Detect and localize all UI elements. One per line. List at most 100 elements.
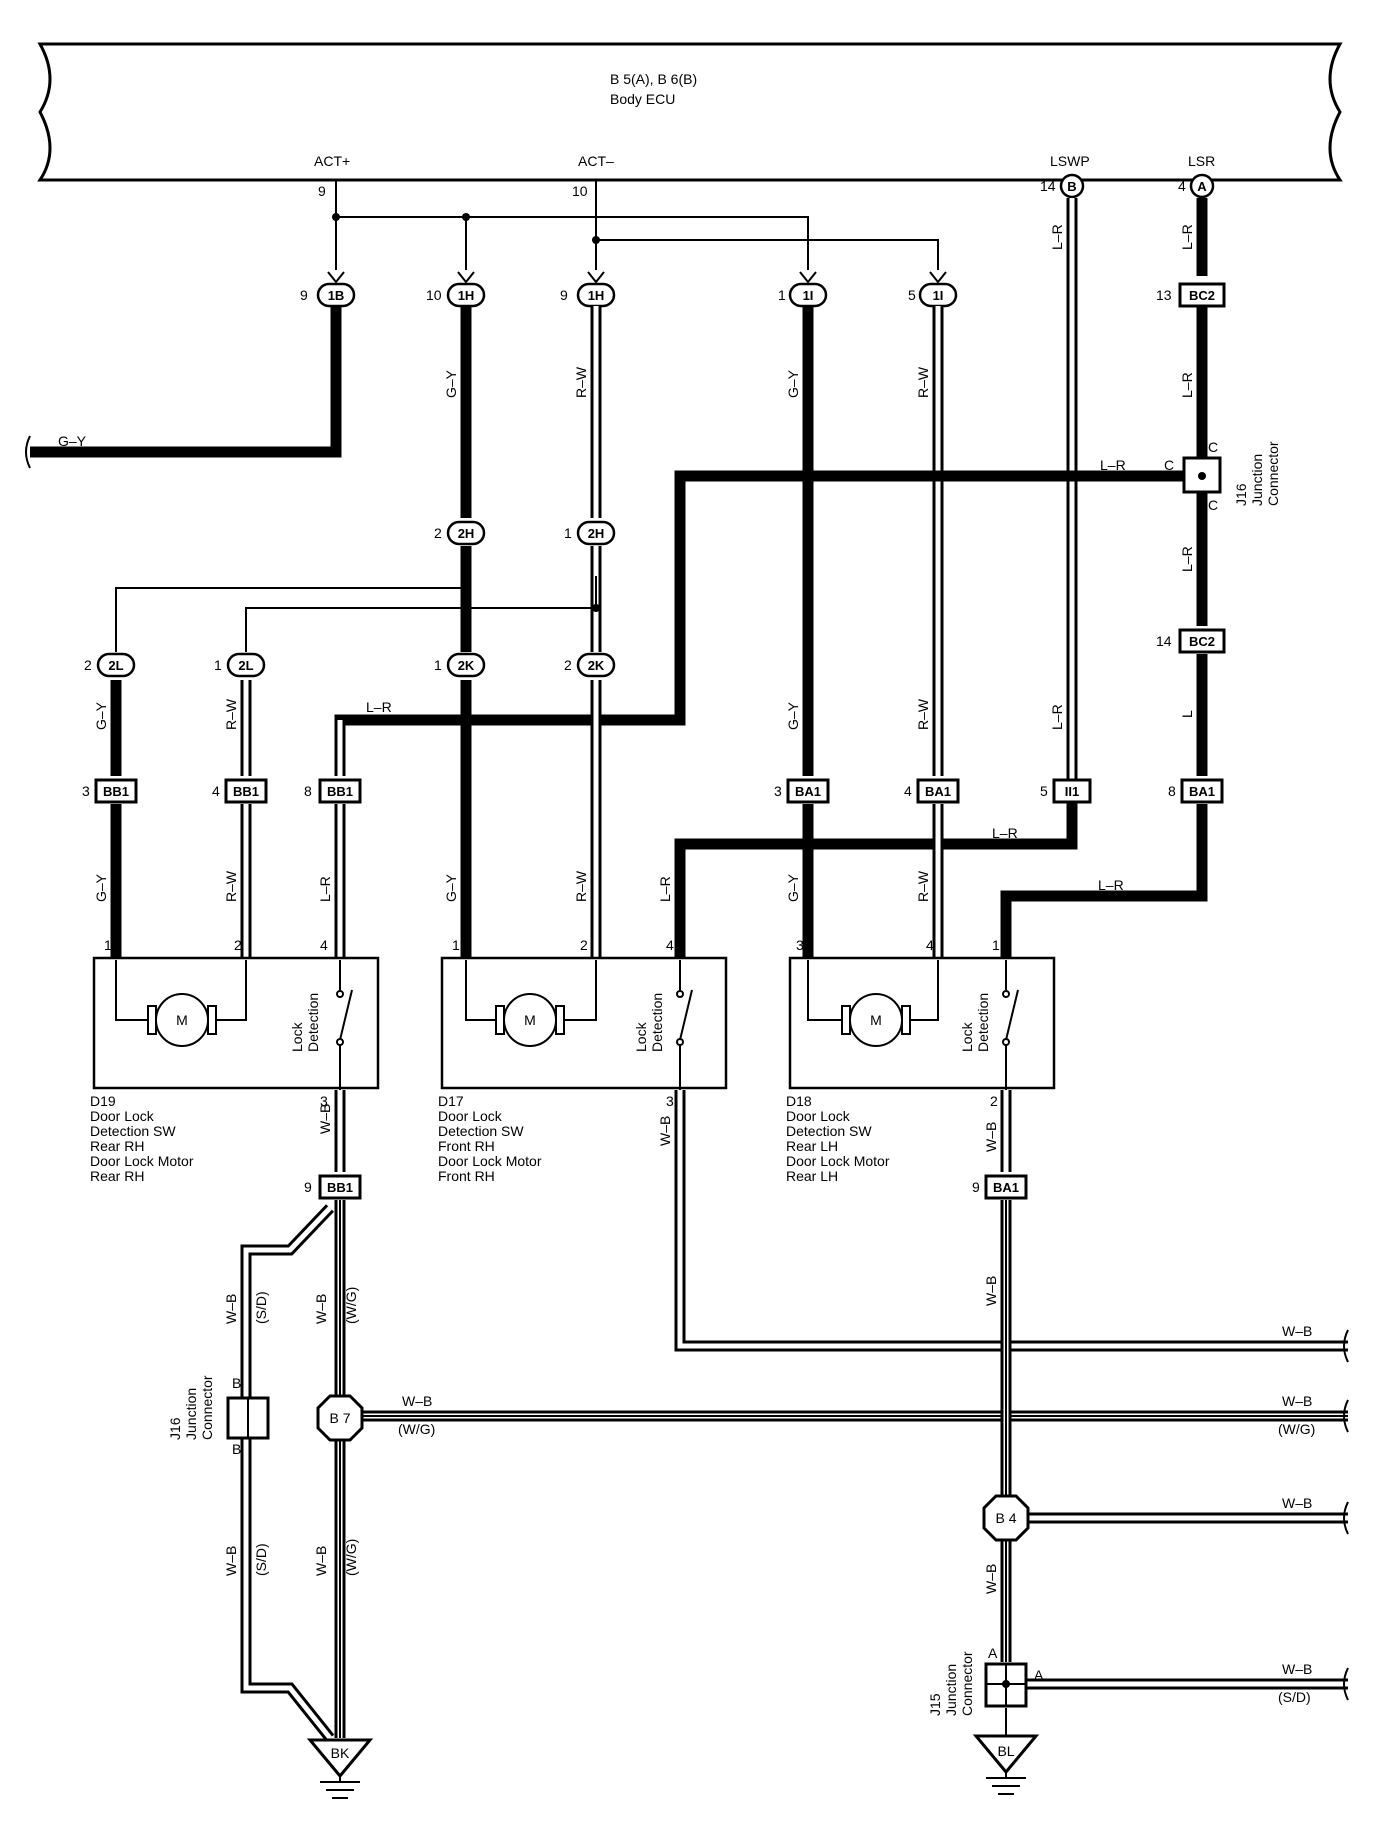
junction-label: Junction [1249, 454, 1265, 506]
svg-text:2L: 2L [238, 658, 253, 673]
wire-label: L–R [317, 876, 333, 902]
switch-label: Detection [305, 993, 321, 1052]
body-ecu: B 5(A), B 6(B) Body ECU ACT+ ACT– LSWP L… [37, 42, 1343, 182]
svg-text:2K: 2K [458, 658, 475, 673]
svg-text:BB1: BB1 [327, 784, 353, 799]
wire-color-labels: G–Y R–W G–Y R–W L–R L–R L–R L–R L L–R L–… [93, 224, 1195, 902]
component-code: D17 [438, 1093, 464, 1109]
pin-label: 4 [1178, 178, 1186, 194]
component-desc: Detection SW [438, 1123, 524, 1139]
wire-label: R–W [915, 870, 931, 902]
connector-2h-a: 2H [446, 520, 486, 546]
svg-text:1I: 1I [803, 288, 814, 303]
wire-label: G–Y [785, 873, 801, 902]
pin-label: 9 [318, 183, 326, 199]
pin-label: 2 [564, 657, 572, 673]
svg-text:II1: II1 [1065, 784, 1079, 799]
wire-label: W–B [983, 1276, 999, 1306]
ecu-bus-wires [332, 180, 1208, 788]
pin-label: 13 [1156, 287, 1172, 303]
connector-ba1-3: BA1 [786, 778, 830, 804]
wire-label: G–Y [58, 433, 87, 449]
switch-label: Lock [289, 1021, 305, 1052]
svg-text:B: B [1067, 179, 1076, 194]
component-desc: Front RH [438, 1168, 495, 1184]
ground-bl: BL [972, 1734, 1040, 1795]
component-desc: Door Lock [438, 1108, 503, 1124]
connector-bb1-8: BB1 [318, 778, 362, 804]
wire-label: L–R [1179, 224, 1195, 250]
component-desc: Door Lock [90, 1108, 155, 1124]
wire-label: L–R [366, 699, 392, 715]
top-connectors: 1B 9 1H 10 1H 9 1I 1 1I 5 BC2 13 [300, 282, 1226, 308]
connector-1h-a: 1H [446, 282, 486, 308]
wire-label: R–W [915, 366, 931, 398]
svg-text:2L: 2L [108, 658, 123, 673]
pin-label: 3 [82, 783, 90, 799]
connector-bb1-3: BB1 [94, 778, 138, 804]
junction-code: J16 [1233, 483, 1249, 506]
terminal-act-plus: ACT+ [314, 153, 350, 169]
svg-text:BB1: BB1 [327, 1180, 353, 1195]
connector-2l-a: 2L [96, 652, 136, 678]
svg-text:BA1: BA1 [795, 784, 821, 799]
pin-label: C [1208, 497, 1218, 513]
ecu-code: B 5(A), B 6(B) [610, 71, 697, 87]
svg-text:BB1: BB1 [103, 784, 129, 799]
component-d18: 3 4 1 M Lock Detection D18 Door Lock Det… [786, 937, 1056, 1184]
connector-2h-b: 2H [576, 520, 616, 546]
svg-text:2K: 2K [588, 658, 605, 673]
pin-label: 10 [426, 287, 442, 303]
terminal-lsr: LSR [1188, 153, 1215, 169]
splice-label: B 7 [329, 1410, 350, 1426]
pin-label: 1 [104, 937, 112, 953]
wire-label: L–R [1179, 372, 1195, 398]
pin-label: 3 [774, 783, 782, 799]
switch-label: Lock [633, 1021, 649, 1052]
pin-label: 8 [304, 783, 312, 799]
wire-label: L–R [1049, 704, 1065, 730]
component-d19: 1 2 4 M Lock Detection D19 Door Lock Det… [90, 937, 380, 1184]
connector-2k-a: 2K [446, 652, 486, 678]
pin-label: B [232, 1375, 241, 1391]
ground-bk: BK [306, 1738, 374, 1799]
wire-label: L [1179, 710, 1195, 718]
wire-label: W–B [983, 1122, 999, 1152]
wire-label: R–W [573, 870, 589, 902]
wire-label: R–W [223, 870, 239, 902]
connector-ba1-4: BA1 [916, 778, 960, 804]
pin-label: 1 [452, 937, 460, 953]
component-desc: Detection SW [90, 1123, 176, 1139]
wire-label: W–B [317, 1104, 333, 1134]
junction-label: Junction [183, 1388, 199, 1440]
connector-2k-b: 2K [576, 652, 616, 678]
component-desc: Detection SW [786, 1123, 872, 1139]
svg-text:1I: 1I [933, 288, 944, 303]
pin-label: 3 [796, 937, 804, 953]
pin-label: 4 [666, 937, 674, 953]
pin-label: 1 [214, 657, 222, 673]
pin-label: 1 [778, 287, 786, 303]
pin-label: 9 [560, 287, 568, 303]
pin-label: C [1164, 457, 1174, 473]
terminal-act-minus: ACT– [578, 153, 614, 169]
connector-a-circle: A [1189, 173, 1215, 199]
component-desc: Front RH [438, 1138, 495, 1154]
svg-text:1H: 1H [588, 288, 605, 303]
box-connectors-row: BB1 3 BB1 4 BB1 8 BA1 3 BA1 4 II1 5 BA1 … [82, 778, 1224, 804]
wire-label: W–B [223, 1546, 239, 1576]
pin-label: 9 [972, 1179, 980, 1195]
wire-label: (S/D) [1278, 1689, 1311, 1705]
junction-label: Connector [199, 1375, 215, 1440]
wire-label: (W/G) [398, 1421, 435, 1437]
svg-text:1H: 1H [458, 288, 475, 303]
wire-label: W–B [983, 1564, 999, 1594]
connector-bc2-top: BC2 [1178, 282, 1226, 308]
pin-label: 4 [904, 783, 912, 799]
pin-label: A [1034, 1667, 1044, 1683]
connector-1i-b: 1I [918, 282, 958, 308]
component-d17: 1 2 4 M Lock Detection D17 Door Lock Det… [438, 937, 728, 1184]
pin-label: 5 [908, 287, 916, 303]
connector-b-circle: B [1059, 173, 1085, 199]
wire-label: W–B [313, 1294, 329, 1324]
